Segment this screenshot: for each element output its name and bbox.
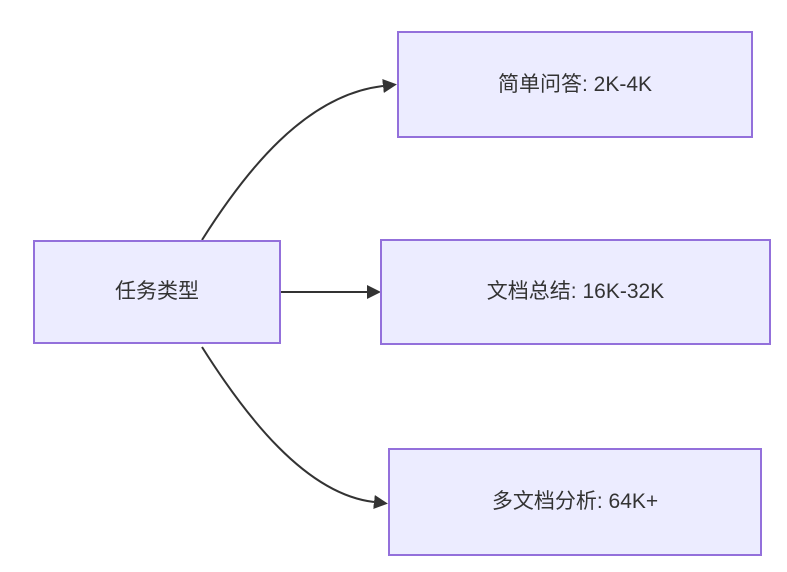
node-multi-doc-label: 多文档分析: 64K+ (491, 490, 659, 514)
node-task-type-label: 任务类型 (115, 280, 199, 304)
node-simple-qa: 简单问答: 2K-4K (397, 31, 753, 138)
node-simple-qa-label: 简单问答: 2K-4K (497, 72, 653, 96)
edge-root-to-multi-doc (201, 346, 388, 509)
node-doc-summary-label: 文档总结: 16K-32K (486, 280, 665, 304)
edge-root-to-simple-qa (201, 79, 397, 241)
node-task-type: 任务类型 (33, 240, 281, 344)
node-doc-summary: 文档总结: 16K-32K (380, 239, 771, 345)
node-multi-doc: 多文档分析: 64K+ (388, 448, 762, 556)
